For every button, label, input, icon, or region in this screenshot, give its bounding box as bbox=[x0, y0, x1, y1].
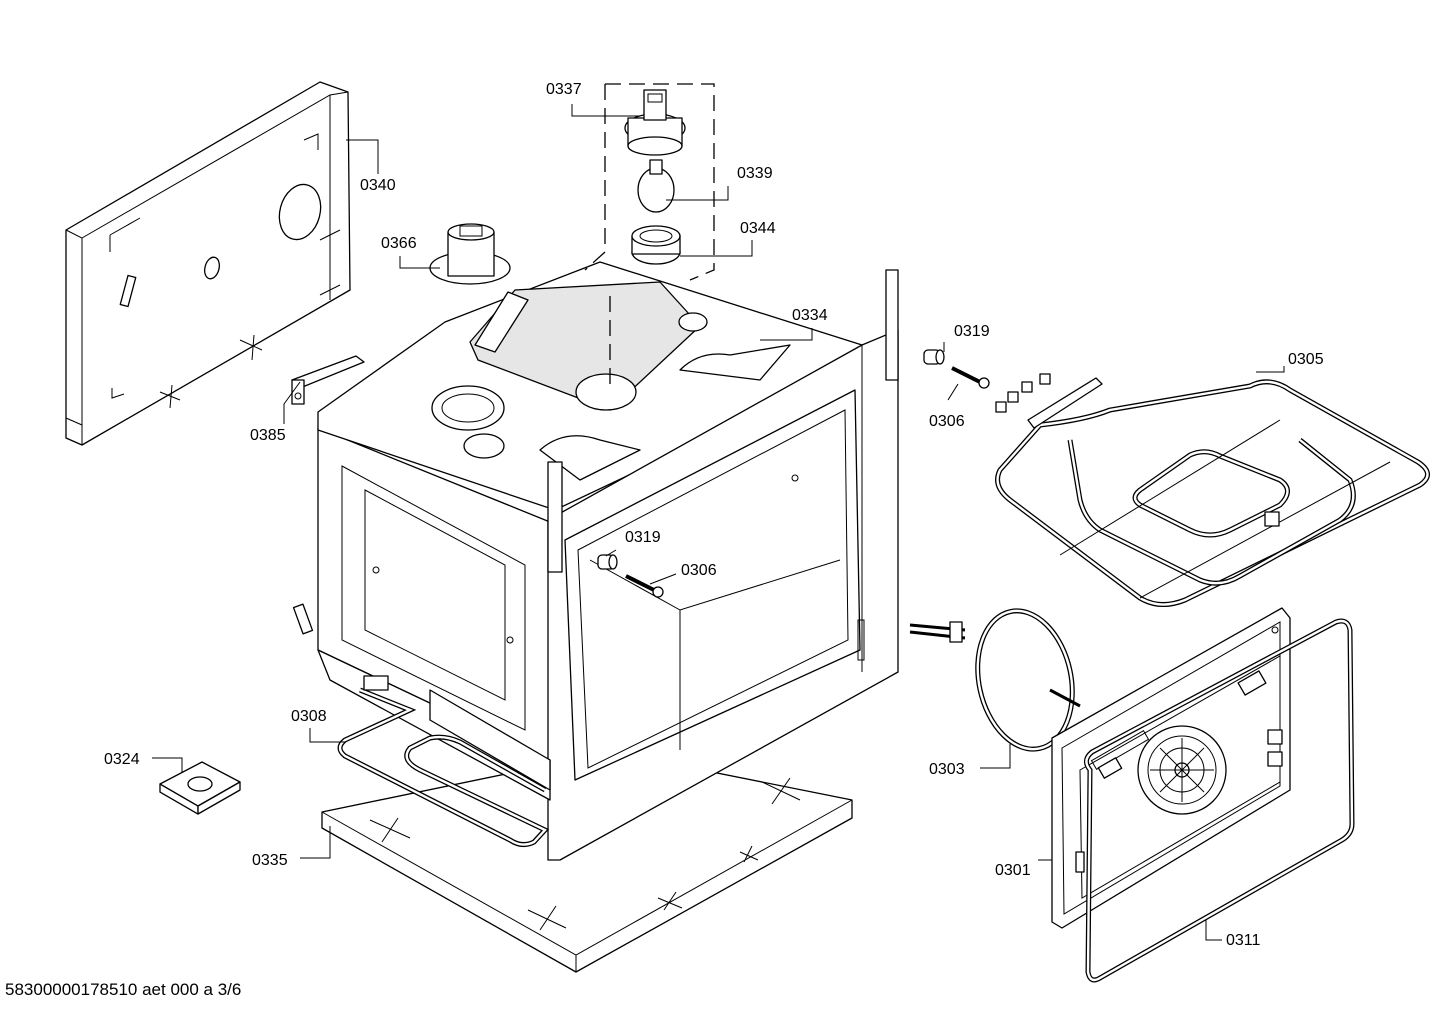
part-0339-bulb bbox=[637, 159, 675, 213]
part-0305-grill-element bbox=[995, 373, 1430, 607]
label-0306-lower: 0306 bbox=[681, 562, 717, 579]
label-0306-upper: 0306 bbox=[929, 413, 965, 430]
label-0344: 0344 bbox=[740, 220, 776, 237]
label-0385: 0385 bbox=[250, 427, 286, 444]
label-0305: 0305 bbox=[1288, 351, 1324, 368]
part-0337-lamp-holder bbox=[624, 89, 686, 156]
part-0308-bottom-element bbox=[337, 675, 550, 848]
label-0319-upper: 0319 bbox=[954, 323, 990, 340]
part-0306-screw-upper bbox=[951, 366, 990, 389]
part-0324-washer bbox=[159, 761, 241, 815]
part-0366-lamp-housing bbox=[429, 223, 511, 285]
label-0340: 0340 bbox=[360, 177, 396, 194]
label-0366: 0366 bbox=[381, 235, 417, 252]
label-0337: 0337 bbox=[546, 81, 582, 98]
drawing-reference-footer: 58300000178510 aet 000 a 3/6 bbox=[5, 980, 242, 999]
part-0319-nut-lower bbox=[597, 554, 618, 570]
lamp-group-bracket bbox=[584, 83, 715, 390]
label-0308: 0308 bbox=[291, 708, 327, 725]
label-0339: 0339 bbox=[737, 165, 773, 182]
part-0319-nut-upper bbox=[923, 349, 945, 365]
part-0334-oven-cavity bbox=[292, 261, 899, 861]
label-0311: 0311 bbox=[1226, 932, 1261, 949]
part-0311-door-seal bbox=[1084, 618, 1355, 983]
part-0340-rear-panel bbox=[65, 81, 351, 446]
part-labels: 0337 0340 0339 0366 0344 0334 0319 0305 … bbox=[104, 81, 1324, 949]
part-0301-fan-cover bbox=[1051, 607, 1291, 929]
part-0306-screw-lower bbox=[625, 574, 664, 598]
part-0303-ring-element bbox=[909, 608, 1081, 752]
label-0301: 0301 bbox=[995, 862, 1031, 879]
label-0335: 0335 bbox=[252, 852, 288, 869]
label-0324: 0324 bbox=[104, 751, 140, 768]
leader-lines bbox=[152, 104, 1285, 941]
label-0319-lower: 0319 bbox=[625, 529, 661, 546]
label-0303: 0303 bbox=[929, 761, 965, 778]
part-0344-lamp-cover bbox=[631, 225, 681, 265]
label-0334: 0334 bbox=[792, 307, 828, 324]
